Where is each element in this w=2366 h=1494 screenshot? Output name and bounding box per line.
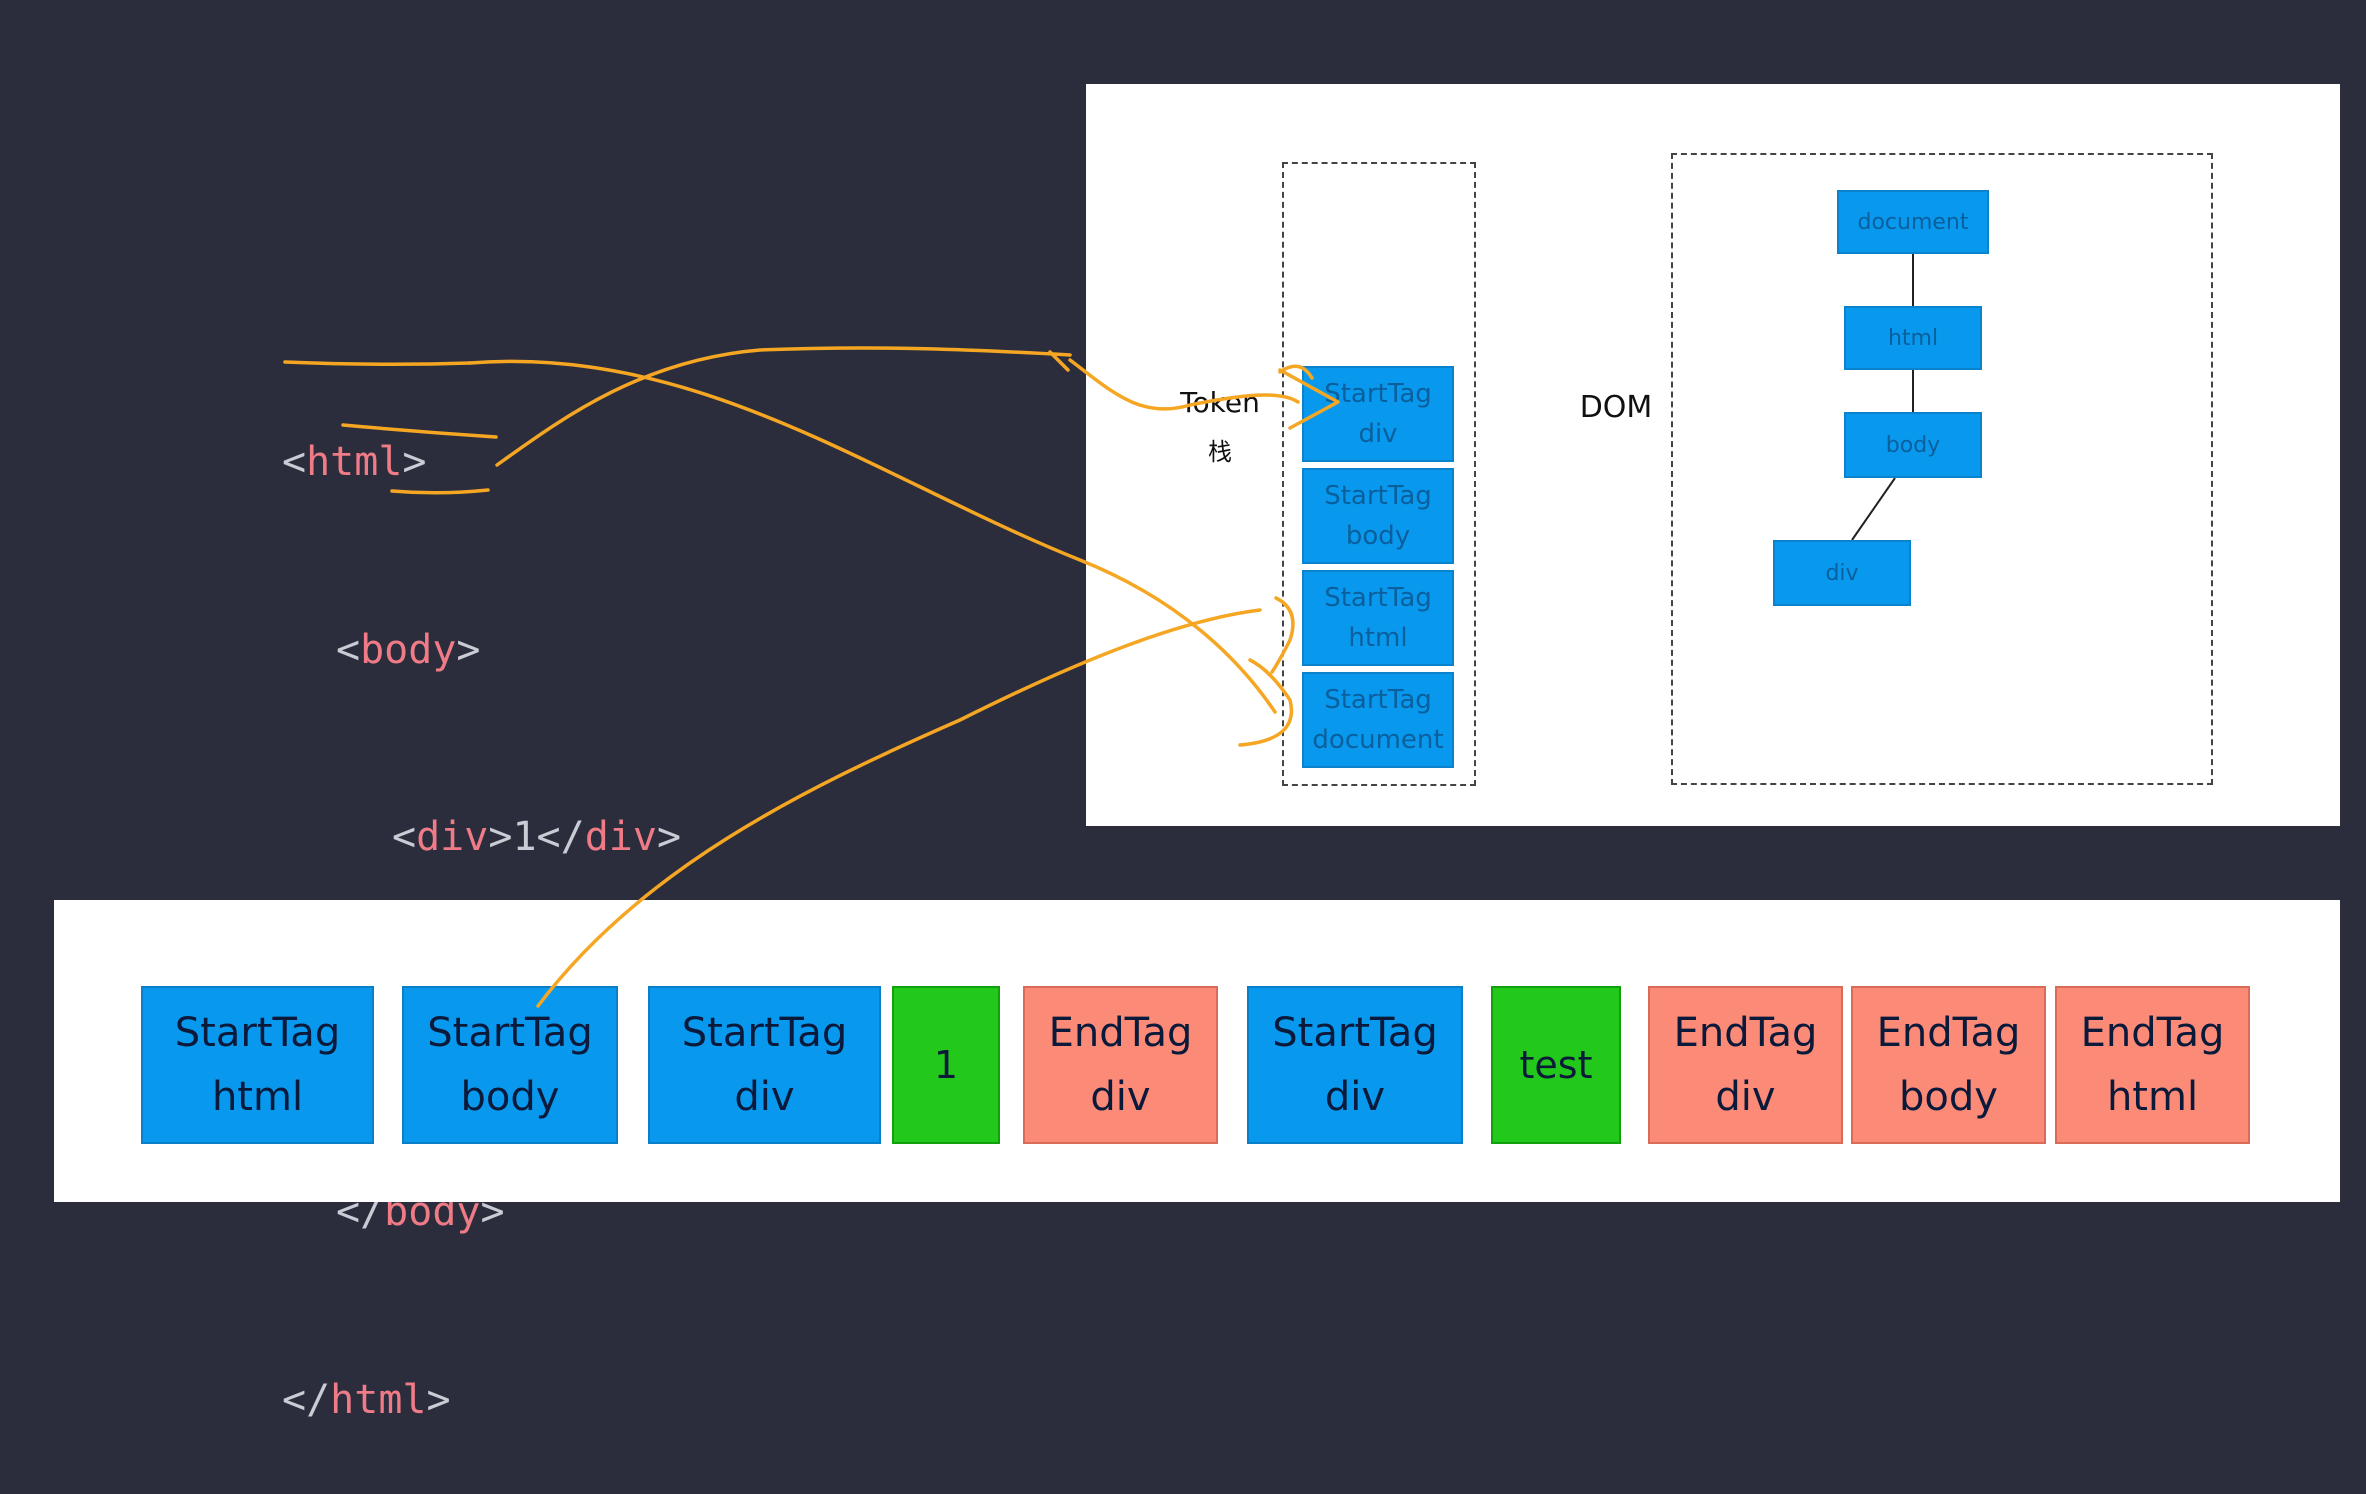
code-punct: > <box>426 1376 451 1423</box>
stream-token-end-tag: EndTag div <box>1648 986 1843 1144</box>
code-punct: < <box>282 439 307 485</box>
dom-node-document: document <box>1837 190 1989 254</box>
code-text: 1 <box>512 814 537 860</box>
code-punct: < <box>392 814 417 860</box>
dom-node-label: document <box>1857 209 1969 235</box>
stream-token-start-tag: StartTag div <box>1247 986 1463 1144</box>
code-punct: > <box>456 626 481 673</box>
token-kind: StartTag <box>681 1010 848 1056</box>
code-punct: </ <box>536 814 585 860</box>
code-tag-name: body <box>360 626 457 673</box>
token-name: div <box>1715 1074 1776 1120</box>
code-tag-name: div <box>584 814 657 860</box>
dom-node-body: body <box>1844 412 1982 478</box>
stream-token-text: test <box>1491 986 1621 1144</box>
stream-token-end-tag: EndTag html <box>2055 986 2250 1144</box>
token-kind: EndTag <box>2080 1010 2225 1056</box>
token-stack-frame <box>1282 162 1476 786</box>
code-line: <div>1</div> <box>282 806 753 869</box>
token-kind: StartTag <box>174 1010 341 1056</box>
token-text: 1 <box>933 1043 959 1087</box>
token-kind: EndTag <box>1673 1010 1818 1056</box>
token-name: div <box>734 1074 795 1120</box>
code-tag-name: div <box>416 814 489 860</box>
code-punct: > <box>656 814 682 860</box>
stack-item: StartTag document <box>1302 672 1454 768</box>
dom-node-label: div <box>1825 560 1859 586</box>
arrow-slash <box>1048 350 1070 372</box>
stream-token-start-tag: StartTag html <box>141 986 374 1144</box>
code-tag-name: html <box>330 1376 427 1423</box>
token-name: body <box>1899 1074 1998 1120</box>
token-name: body <box>460 1074 560 1120</box>
code-punct: > <box>488 814 513 860</box>
dom-node-html: html <box>1844 306 1982 370</box>
stream-token-start-tag: StartTag body <box>402 986 618 1144</box>
dom-node-label: body <box>1885 432 1941 458</box>
stream-token-text: 1 <box>892 986 1000 1144</box>
stack-item-name: body <box>1345 521 1411 551</box>
token-kind: EndTag <box>1876 1010 2021 1056</box>
dom-tree-frame <box>1671 153 2213 785</box>
token-kind: StartTag <box>1272 1010 1438 1056</box>
token-stack-subtitle: 栈 <box>1208 438 1232 466</box>
code-punct: < <box>336 626 361 673</box>
token-kind: EndTag <box>1048 1010 1193 1056</box>
stack-and-dom-panel <box>1086 84 2340 826</box>
stack-item: StartTag div <box>1302 366 1454 462</box>
stack-item: StartTag body <box>1302 468 1454 564</box>
stack-item-kind: StartTag <box>1324 379 1432 409</box>
code-tag-name: html <box>306 439 403 485</box>
stack-item-kind: StartTag <box>1324 481 1432 511</box>
code-line: <html> <box>282 431 753 494</box>
token-name: html <box>2106 1074 2199 1120</box>
stack-item-name: div <box>1358 419 1398 449</box>
dom-node-div: div <box>1773 540 1911 606</box>
token-kind: StartTag <box>427 1010 593 1056</box>
stack-item: StartTag html <box>1302 570 1454 666</box>
stack-item-name: html <box>1348 623 1408 653</box>
code-punct: </ <box>282 1376 331 1423</box>
stack-item-name: document <box>1312 725 1444 755</box>
code-line: <body> <box>282 619 753 682</box>
token-name: div <box>1324 1074 1386 1120</box>
stream-token-end-tag: EndTag div <box>1023 986 1218 1144</box>
token-name: div <box>1090 1074 1151 1120</box>
dom-node-label: html <box>1887 325 1939 351</box>
stack-item-kind: StartTag <box>1324 583 1432 613</box>
token-text: test <box>1519 1043 1593 1087</box>
stack-item-kind: StartTag <box>1324 685 1432 715</box>
stream-token-end-tag: EndTag body <box>1851 986 2046 1144</box>
token-stack-title: Token <box>1180 386 1260 419</box>
dom-title: DOM <box>1579 390 1653 425</box>
token-name: html <box>211 1074 304 1120</box>
code-line: </html> <box>282 1369 753 1432</box>
code-punct: > <box>402 439 427 485</box>
stream-token-start-tag: StartTag div <box>648 986 881 1144</box>
